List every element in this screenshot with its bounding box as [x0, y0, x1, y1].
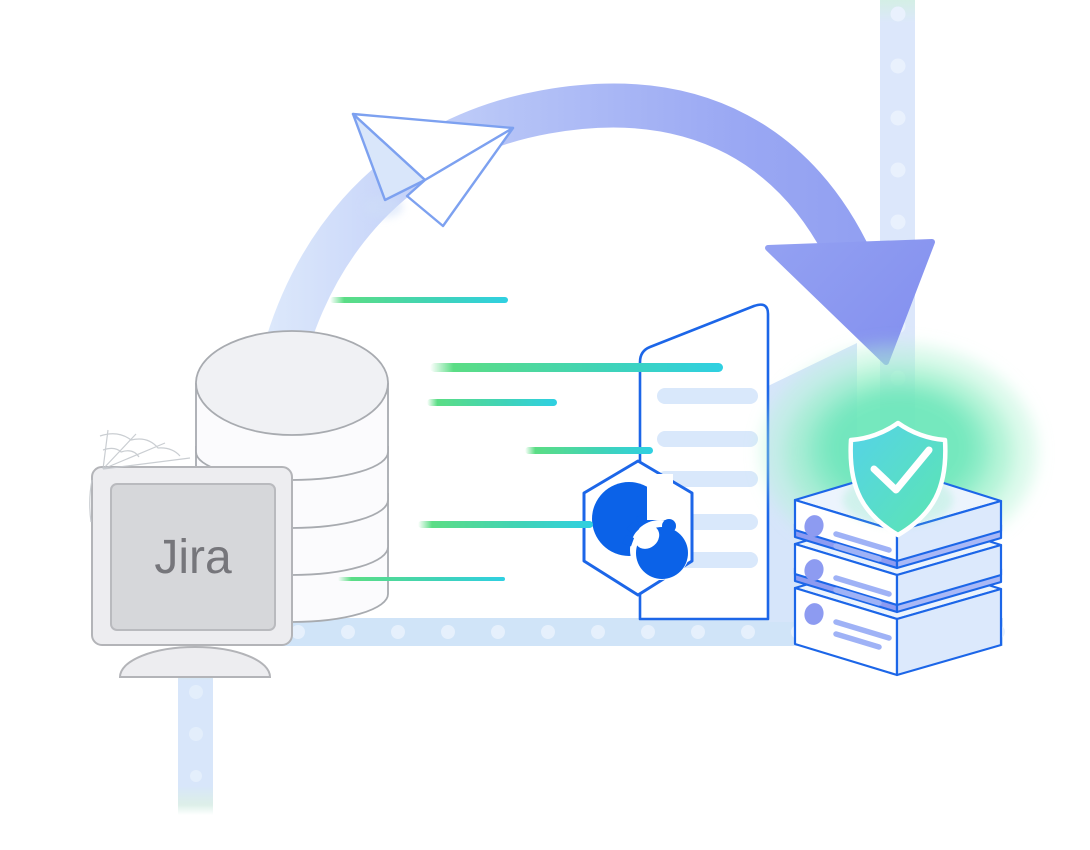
curved-arrow-icon — [250, 83, 935, 416]
plane-trail — [363, 196, 403, 218]
monitor-stand — [118, 646, 272, 678]
gear-logo-hexagon-icon — [582, 459, 694, 597]
server-stack-icon — [793, 467, 1003, 677]
cobweb-icon — [89, 429, 191, 523]
server-unit — [793, 511, 1003, 614]
monitor-screen — [110, 483, 276, 631]
gear-logo — [592, 474, 690, 580]
checkmark-icon — [870, 446, 933, 494]
monitor-icon: Jira — [91, 466, 293, 678]
dotted-band-vertical-left — [178, 672, 213, 815]
paper-plane-icon — [351, 112, 515, 228]
speed-lines — [330, 297, 723, 581]
monitor-screen-label: Jira — [154, 531, 232, 584]
shield-check-icon — [848, 420, 948, 538]
